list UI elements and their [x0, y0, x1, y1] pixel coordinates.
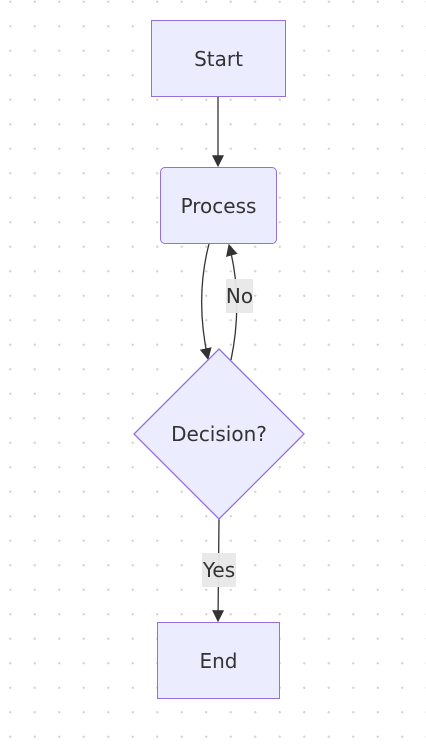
decision-node: Decision?	[134, 349, 304, 519]
edge-label-no-text: No	[225, 284, 254, 308]
edge-process-to-decision	[199, 243, 212, 361]
process-node-label: Process	[180, 193, 257, 218]
start-node-label: Start	[194, 46, 243, 71]
process-node: Process	[160, 167, 277, 244]
edge-label-yes: Yes	[202, 553, 236, 587]
decision-diamond	[133, 348, 305, 520]
start-node: Start	[151, 20, 286, 97]
decision-node-label: Decision?	[171, 422, 267, 446]
edge-label-yes-text: Yes	[202, 558, 236, 582]
edge-label-no: No	[226, 279, 253, 313]
end-node: End	[157, 622, 280, 699]
end-node-label: End	[199, 648, 238, 673]
